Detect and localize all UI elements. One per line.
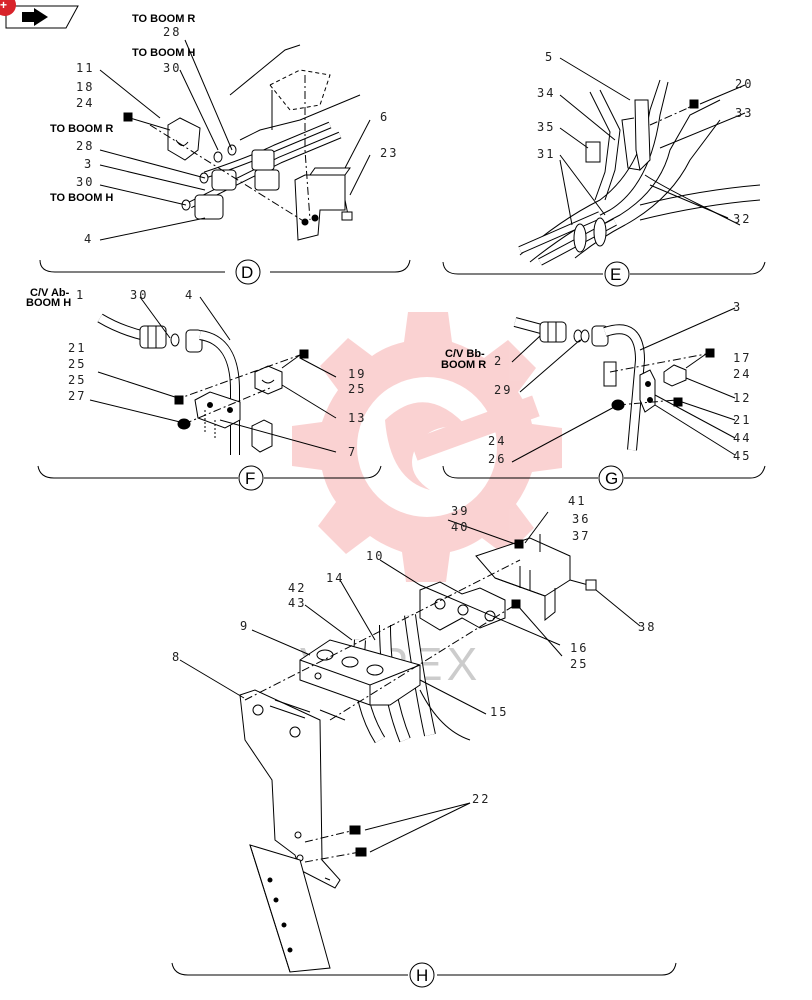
svg-text:19: 19 bbox=[348, 367, 366, 381]
svg-text:3: 3 bbox=[84, 157, 93, 171]
svg-text:40: 40 bbox=[451, 520, 469, 534]
svg-text:7: 7 bbox=[348, 445, 357, 459]
cv-ab-label: C/V Ab- bbox=[30, 287, 70, 299]
section-d-labels: TO BOOM R 28 TO BOOM H 30 11 18 24 TO BO… bbox=[50, 13, 398, 282]
svg-text:27: 27 bbox=[68, 389, 86, 403]
svg-text:12: 12 bbox=[733, 391, 751, 405]
svg-text:25: 25 bbox=[68, 357, 86, 371]
svg-text:28: 28 bbox=[163, 25, 181, 39]
svg-text:8: 8 bbox=[172, 650, 181, 664]
to-boom-r-label: TO BOOM R bbox=[50, 123, 113, 135]
svg-text:16: 16 bbox=[570, 641, 588, 655]
svg-text:23: 23 bbox=[380, 146, 398, 160]
section-letter-h: H bbox=[416, 966, 428, 985]
section-letter-e: E bbox=[610, 265, 621, 284]
section-h-labels: 39 40 41 36 37 10 14 42 43 9 38 16 25 8 … bbox=[172, 494, 656, 985]
svg-text:4: 4 bbox=[185, 288, 194, 302]
svg-text:25: 25 bbox=[570, 657, 588, 671]
section-letter-g: G bbox=[605, 469, 618, 488]
svg-text:34: 34 bbox=[537, 86, 555, 100]
svg-text:28: 28 bbox=[76, 139, 94, 153]
svg-text:6: 6 bbox=[380, 110, 389, 124]
svg-text:39: 39 bbox=[451, 504, 469, 518]
svg-text:33: 33 bbox=[735, 106, 753, 120]
section-f bbox=[38, 297, 381, 490]
section-letter-d: D bbox=[241, 263, 253, 282]
svg-text:30: 30 bbox=[130, 288, 148, 302]
boom-r-label: BOOM R bbox=[441, 359, 486, 371]
svg-text:4: 4 bbox=[84, 232, 93, 246]
section-f-labels: C/V Ab- BOOM H 1 30 4 21 25 25 27 19 25 … bbox=[26, 287, 366, 488]
section-e bbox=[443, 58, 765, 286]
section-d bbox=[40, 40, 410, 284]
svg-text:45: 45 bbox=[733, 449, 751, 463]
arrow-right-icon[interactable] bbox=[22, 8, 48, 26]
svg-text:21: 21 bbox=[68, 341, 86, 355]
svg-text:24: 24 bbox=[733, 367, 751, 381]
svg-text:36: 36 bbox=[572, 512, 590, 526]
to-boom-r-label: TO BOOM R bbox=[132, 13, 195, 25]
section-letter-f: F bbox=[245, 469, 255, 488]
svg-text:21: 21 bbox=[733, 413, 751, 427]
watermark bbox=[292, 312, 562, 582]
svg-text:37: 37 bbox=[572, 529, 590, 543]
svg-text:24: 24 bbox=[488, 434, 506, 448]
svg-text:25: 25 bbox=[68, 373, 86, 387]
svg-text:+: + bbox=[0, 0, 7, 12]
section-g-labels: C/V Bb- BOOM R 2 29 3 17 24 12 21 44 45 … bbox=[441, 300, 751, 488]
svg-text:11: 11 bbox=[76, 61, 94, 75]
nav-toolbar[interactable] bbox=[6, 6, 78, 28]
svg-text:2: 2 bbox=[494, 354, 503, 368]
section-h bbox=[172, 512, 676, 987]
section-g bbox=[443, 308, 765, 490]
svg-text:38: 38 bbox=[638, 620, 656, 634]
to-boom-h-label: TO BOOM H bbox=[132, 47, 195, 59]
svg-text:29: 29 bbox=[494, 383, 512, 397]
svg-text:15: 15 bbox=[490, 705, 508, 719]
boom-h-label: BOOM H bbox=[26, 297, 71, 309]
svg-text:17: 17 bbox=[733, 351, 751, 365]
svg-text:30: 30 bbox=[76, 175, 94, 189]
svg-text:20: 20 bbox=[735, 77, 753, 91]
corner-badge[interactable]: + bbox=[0, 0, 16, 16]
section-e-labels: 5 34 35 31 20 33 32 E bbox=[537, 50, 753, 284]
svg-text:5: 5 bbox=[545, 50, 554, 64]
svg-text:25: 25 bbox=[348, 382, 366, 396]
svg-text:24: 24 bbox=[76, 96, 94, 110]
svg-text:32: 32 bbox=[733, 212, 751, 226]
svg-text:10: 10 bbox=[366, 549, 384, 563]
svg-text:1: 1 bbox=[76, 288, 85, 302]
svg-text:9: 9 bbox=[240, 619, 249, 633]
svg-text:42: 42 bbox=[288, 581, 306, 595]
svg-text:22: 22 bbox=[472, 792, 490, 806]
to-boom-h-label: TO BOOM H bbox=[50, 192, 113, 204]
svg-text:18: 18 bbox=[76, 80, 94, 94]
svg-text:35: 35 bbox=[537, 120, 555, 134]
svg-text:30: 30 bbox=[163, 61, 181, 75]
svg-text:43: 43 bbox=[288, 596, 306, 610]
svg-text:31: 31 bbox=[537, 147, 555, 161]
svg-text:26: 26 bbox=[488, 452, 506, 466]
svg-text:13: 13 bbox=[348, 411, 366, 425]
svg-text:14: 14 bbox=[326, 571, 344, 585]
svg-text:3: 3 bbox=[733, 300, 742, 314]
svg-text:44: 44 bbox=[733, 431, 751, 445]
cv-bb-label: C/V Bb- bbox=[445, 348, 485, 360]
svg-text:41: 41 bbox=[568, 494, 586, 508]
